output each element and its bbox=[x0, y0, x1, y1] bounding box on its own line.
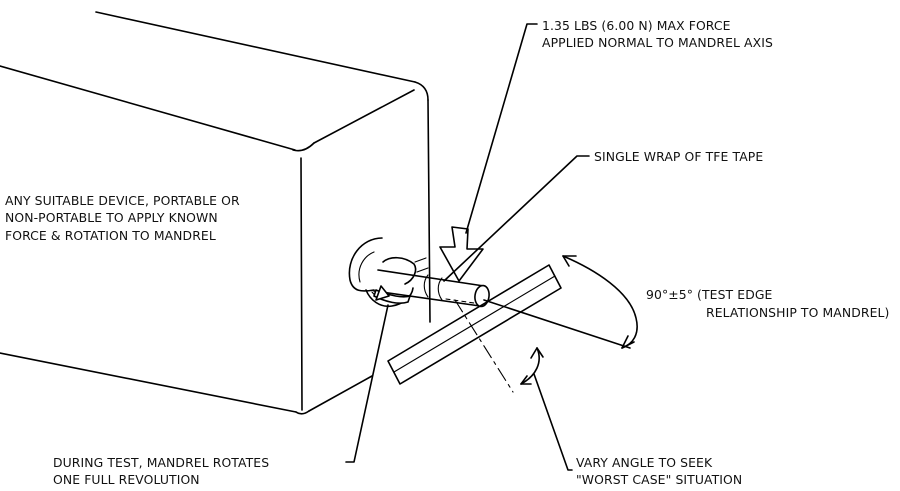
axis-angle-ref-line bbox=[454, 299, 514, 393]
box-right-vertical-edge bbox=[427, 99, 431, 323]
leader-force bbox=[465, 23, 538, 234]
vary-callout-line-2: "WORST CASE" SITUATION bbox=[576, 472, 742, 487]
angle-arc-90-arrow-top bbox=[562, 255, 577, 267]
rotation-callout-line-2: ONE FULL REVOLUTION bbox=[53, 472, 200, 487]
box-top-right-corner bbox=[414, 81, 429, 101]
angle-callout-line-2: RELATIONSHIP TO MANDREL) bbox=[706, 305, 889, 320]
leader-vary bbox=[533, 373, 573, 471]
mandrel-end-cap bbox=[474, 284, 490, 308]
vary-angle-arc bbox=[520, 347, 540, 385]
box-rear-bottom-edge bbox=[308, 375, 373, 412]
device-callout-line-1: ANY SUITABLE DEVICE, PORTABLE OR bbox=[5, 193, 240, 208]
box-bottom-edge bbox=[0, 352, 297, 413]
mandrel-bottom-edge bbox=[373, 290, 481, 307]
vary-callout-line-1: VARY ANGLE TO SEEK bbox=[576, 455, 713, 470]
test-device-box bbox=[0, 11, 431, 415]
force-callout-line-1: 1.35 LBS (6.00 N) MAX FORCE bbox=[542, 18, 731, 33]
device-callout-line-3: FORCE & ROTATION TO MANDREL bbox=[5, 228, 216, 243]
blade-outline bbox=[387, 264, 562, 385]
angle-arc-90-arrow-bottom bbox=[621, 335, 635, 349]
chuck-housing bbox=[348, 237, 383, 292]
rotation-arrow-head bbox=[375, 285, 390, 301]
mandrel-chuck bbox=[348, 237, 429, 308]
test-edge-blade bbox=[387, 264, 562, 385]
mandrel-top-edge bbox=[377, 269, 485, 287]
chuck-gap-lines bbox=[414, 257, 429, 273]
applied-force-arrow bbox=[439, 226, 484, 282]
vary-angle-arrow-bottom bbox=[520, 375, 532, 385]
tape-wrap-band-1 bbox=[423, 274, 429, 298]
chuck-flange bbox=[365, 287, 414, 308]
mandrel-hidden-line bbox=[445, 298, 475, 304]
box-front-top-corner bbox=[292, 142, 315, 152]
device-callout-line-2: NON-PORTABLE TO APPLY KNOWN bbox=[5, 210, 218, 225]
vary-angle-arrow-top bbox=[530, 347, 544, 359]
leader-tape bbox=[443, 155, 590, 282]
mandrel-axis-line bbox=[483, 299, 631, 349]
chuck-collar bbox=[382, 256, 417, 285]
force-callout-line-2: APPLIED NORMAL TO MANDREL AXIS bbox=[542, 35, 773, 50]
rotation-arrow bbox=[373, 285, 411, 304]
blade-edge-line bbox=[393, 275, 556, 373]
chuck-housing-inner bbox=[358, 251, 375, 283]
box-bottom-corner bbox=[295, 410, 310, 415]
tape-callout: SINGLE WRAP OF TFE TAPE bbox=[594, 149, 763, 164]
box-top-edge bbox=[95, 11, 416, 83]
box-rear-top-edge bbox=[313, 89, 415, 144]
angle-callout-line-1: 90°±5° (TEST EDGE bbox=[646, 287, 773, 302]
rotation-callout-line-1: DURING TEST, MANDREL ROTATES bbox=[53, 455, 269, 470]
angle-arc-90 bbox=[562, 255, 638, 349]
tape-wrap-band-2 bbox=[437, 277, 443, 301]
box-front-top-edge bbox=[0, 65, 296, 151]
box-front-vertical-edge bbox=[300, 157, 303, 411]
leader-rotation bbox=[345, 304, 389, 463]
